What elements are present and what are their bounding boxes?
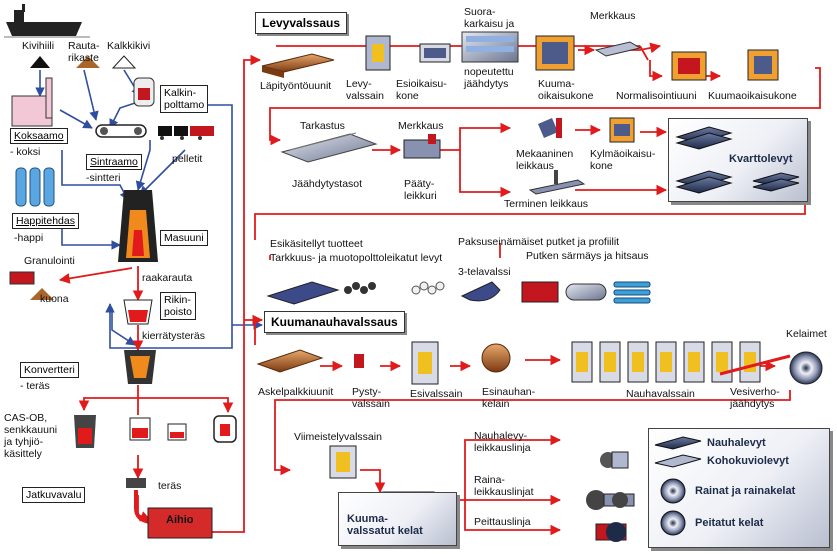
limestone-label: Kalkkikivi xyxy=(107,40,151,52)
precision-cut-plates-label: Tarkkuus- ja muotopolttoleikatut levyt xyxy=(270,252,443,264)
legend-item-patterned-plates: Kohokuviolevyt xyxy=(707,455,789,467)
plate-mill-label: Levy- valssain xyxy=(346,78,384,102)
coal-pile-icon xyxy=(30,56,50,68)
pre-leveller-label: Esioikaisu- kone xyxy=(396,78,447,102)
converter-steel-label: - teräs xyxy=(20,380,50,392)
granulation-label: Granulointi xyxy=(24,255,75,267)
hot-rolled-coils-panel: Kuuma- valssatut kelat xyxy=(338,492,457,546)
plate-stack-icons xyxy=(675,126,800,194)
quarto-plates-label: Kvarttolevyt xyxy=(729,153,793,165)
converter-icon xyxy=(124,350,156,384)
marking-label-1: Merkkaus xyxy=(590,10,636,22)
slab-label: Aihio xyxy=(166,514,194,526)
coke-plant-label: Koksaamo xyxy=(10,128,68,144)
coal-label: Kivihiili xyxy=(22,40,55,52)
plate-rolling-header: Levyvalssaus xyxy=(255,12,348,34)
accelerated-cooling-label: nopeutettu jäähdytys xyxy=(464,66,514,90)
converter-label: Konvertteri xyxy=(20,362,79,378)
ladle-treatment-icons xyxy=(74,415,237,448)
scrap-label: kierrätysteräs xyxy=(142,330,206,342)
roughing-mill-label: Esivalssain xyxy=(410,388,463,400)
granulation-icon xyxy=(9,271,35,285)
secondary-metallurgy-label: CAS-OB, senkkauuni ja tyhjiö- käsittely xyxy=(4,412,58,460)
lime-kiln-icon xyxy=(133,77,155,107)
normalizing-furnace-label: Normalisointiuuni xyxy=(616,90,697,102)
lime-kiln-label: Kalkin- polttamo xyxy=(160,85,209,113)
products-legend-panel: Nauhalevyt Kohokuviolevyt Rainat ja rain… xyxy=(648,428,830,548)
three-roll-mill-label: 3-telavalssi xyxy=(458,266,511,278)
slab-icon xyxy=(147,507,213,539)
direct-quench-label: Suora- karkaisu ja xyxy=(464,6,515,30)
slag-label: kuona xyxy=(40,293,69,305)
sinter-plant-label: Sintraamo xyxy=(86,154,142,170)
coke-label: - koksi xyxy=(10,146,41,158)
ore-pile-icon xyxy=(76,56,100,68)
walking-beam-furnace-label: Askelpalkkiuunit xyxy=(258,386,334,398)
coilers-label: Kelaimet xyxy=(786,328,827,340)
continuous-casting-label: Jatkuvavalu xyxy=(22,487,86,503)
legend-item-strip-plates: Nauhalevyt xyxy=(707,437,766,449)
hot-metal-label: raakarauta xyxy=(142,272,193,284)
strip-cut-line-label: Nauhalevy- leikkauslinja xyxy=(474,430,531,454)
laminar-cooling-label: Vesiverho- jäähdytys xyxy=(730,386,780,410)
hot-strip-header: Kuumanauhavalssaus xyxy=(264,311,405,333)
heavy-wall-tubes-label: Paksuseinämäiset putket ja profiilit xyxy=(458,236,620,248)
blast-furnace-label: Masuuni xyxy=(160,230,208,246)
oxygen-label: -happi xyxy=(14,232,44,244)
legend-item-slit-strips: Rainat ja rainakelat xyxy=(695,485,796,497)
blast-furnace-icon xyxy=(118,190,158,262)
cold-leveller-label: Kylmäoikaisu- kone xyxy=(590,148,656,172)
coke-oven-icon xyxy=(11,77,53,127)
red-main-flows xyxy=(58,42,821,536)
thermal-cutting-label: Terminen leikkaus xyxy=(504,198,589,210)
desulphurization-label: Rikin- poisto xyxy=(160,292,197,320)
ore-ship-icon xyxy=(4,4,90,38)
quarto-plates-panel: Kvarttolevyt xyxy=(668,118,808,202)
sinter-plant-icon xyxy=(95,124,147,138)
hot-rolled-coils-label: Kuuma- valssatut kelat xyxy=(347,513,423,537)
legend-icons xyxy=(654,436,702,536)
pickling-line-label: Peittauslinja xyxy=(474,516,531,528)
limestone-pile-icon xyxy=(111,55,137,69)
sinter-label: -sintteri xyxy=(86,172,121,184)
oxygen-tanks-icon xyxy=(15,167,55,207)
edger-label: Pysty- valssain xyxy=(352,386,390,410)
hot-leveller-label: Kuuma- oikaisukone xyxy=(538,78,594,102)
pellets-label: pelletit xyxy=(172,153,203,165)
cooling-beds-label: Jäähdytystasot xyxy=(292,178,363,190)
legend-item-pickled-coils: Peitatut kelat xyxy=(695,517,764,529)
mechanical-cutting-label: Mekaaninen leikkaus xyxy=(516,148,574,172)
iron-ore-label: Rauta- rikaste xyxy=(68,40,100,64)
inspection-label: Tarkastus xyxy=(300,120,345,132)
plate-line-icons xyxy=(261,31,779,305)
pusher-furnace-label: Läpityöntöuunit xyxy=(260,80,332,92)
marking-label-2: Merkkaus xyxy=(398,120,444,132)
finishing-train-label: Nauhavalssain xyxy=(626,388,695,400)
desulphurization-icon xyxy=(123,299,153,325)
pellet-train-icon xyxy=(158,126,214,140)
continuous-caster-icon xyxy=(126,478,151,524)
pretreated-products-label: Esikäsitellyt tuotteet xyxy=(270,238,363,250)
steel-label: teräs xyxy=(158,480,182,492)
finishing-mill-label: Viimeistelyvalssain xyxy=(294,431,382,443)
coil-box-label: Esinauhan- kelain xyxy=(482,386,536,410)
slitting-lines-label: Raina- leikkauslinjat xyxy=(474,474,534,498)
oxygen-plant-label: Happitehdas xyxy=(12,213,79,229)
hot-leveller-2-label: Kuumaoikaisukone xyxy=(708,90,797,102)
slag-pile-icon xyxy=(30,288,54,300)
end-shear-label: Pääty- leikkuri xyxy=(404,178,437,202)
pipe-bending-welding-label: Putken särmäys ja hitsaus xyxy=(526,250,649,262)
